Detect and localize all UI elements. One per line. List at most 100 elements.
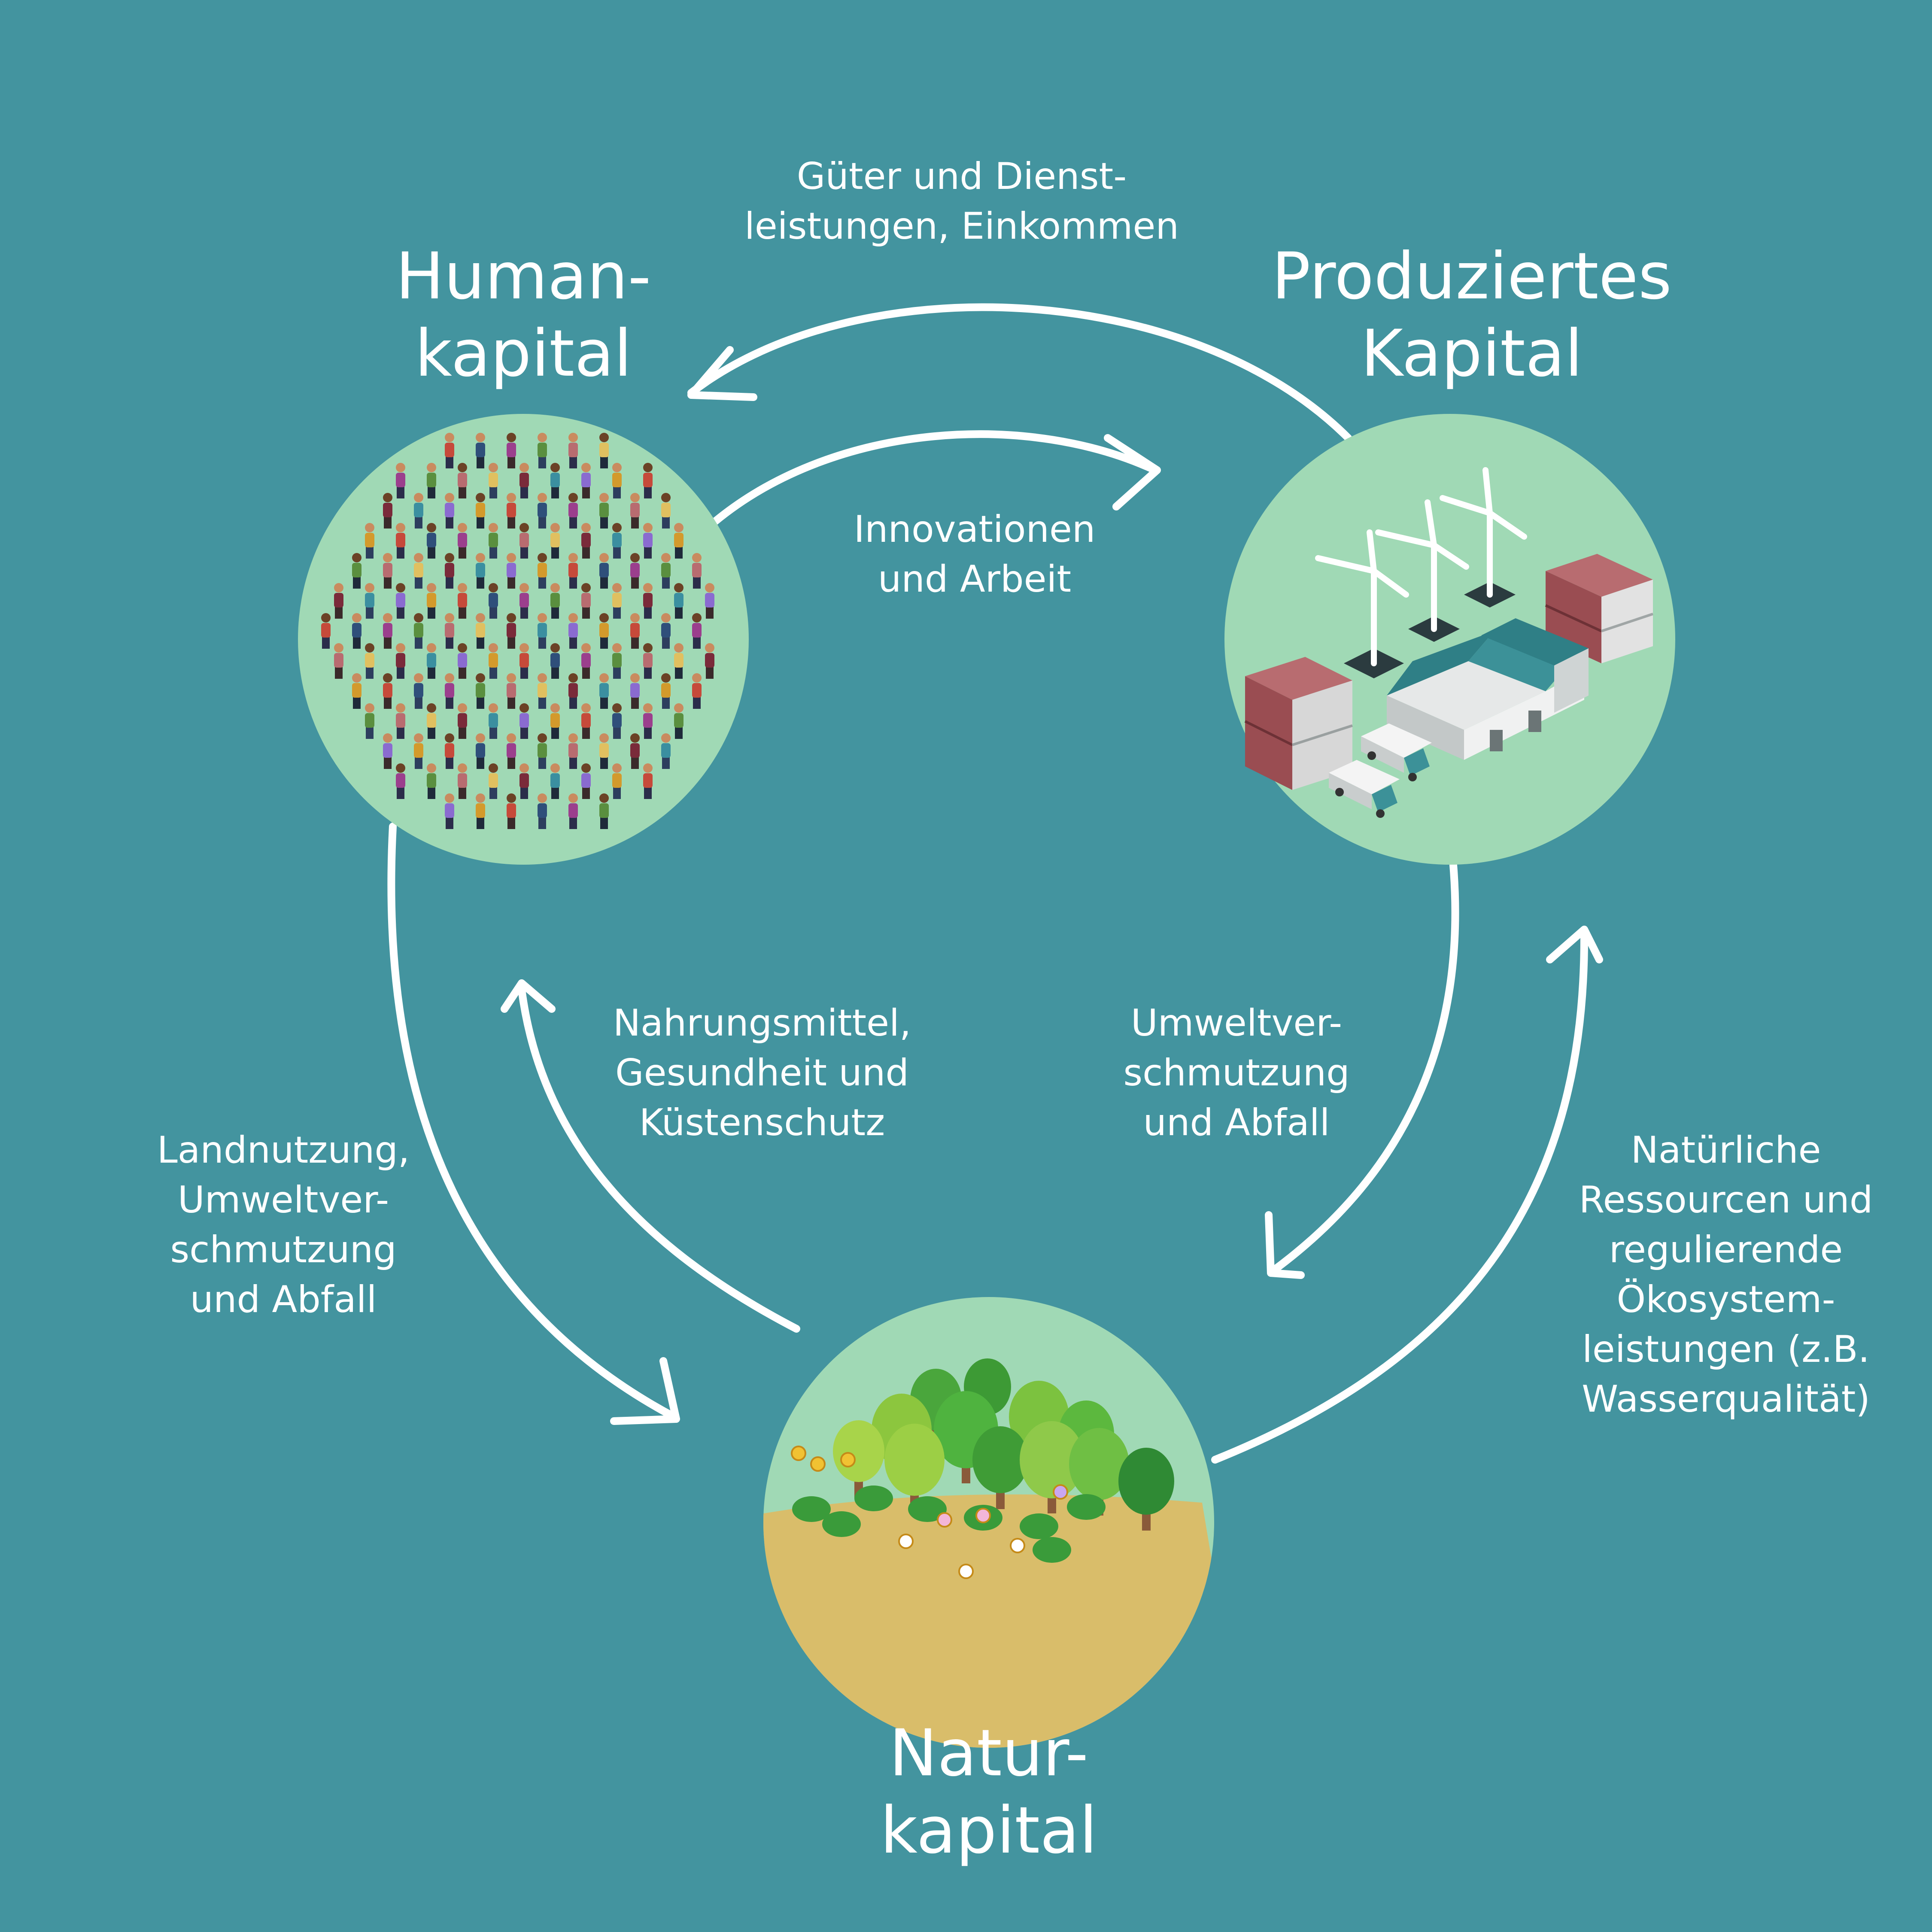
person-icon bbox=[630, 733, 640, 769]
flow-label-innovation: Innovationen bbox=[854, 508, 1096, 551]
flow-label-goods: leistungen, Einkommen bbox=[744, 205, 1179, 248]
flow-label-resources: Ressourcen und bbox=[1579, 1179, 1873, 1221]
flow-label-landuse: Landnutzung, bbox=[157, 1129, 410, 1172]
person-icon bbox=[599, 493, 609, 529]
person-icon bbox=[661, 733, 671, 769]
person-icon bbox=[705, 583, 714, 619]
person-icon bbox=[365, 643, 374, 679]
person-icon bbox=[599, 613, 609, 649]
person-icon bbox=[538, 613, 547, 649]
flow-label-pollution: schmutzung bbox=[1123, 1051, 1349, 1094]
flow-label-landuse: schmutzung bbox=[170, 1228, 396, 1271]
flower-icon bbox=[937, 1512, 952, 1528]
crowd-illustration bbox=[321, 433, 714, 829]
person-icon bbox=[599, 793, 609, 829]
person-icon bbox=[334, 583, 343, 619]
person-icon bbox=[599, 673, 609, 709]
person-icon bbox=[507, 733, 516, 769]
natural-capital-title: Natur- bbox=[889, 1716, 1088, 1791]
person-icon bbox=[365, 703, 374, 739]
person-icon bbox=[507, 793, 516, 829]
person-icon bbox=[396, 703, 405, 739]
person-icon bbox=[396, 523, 405, 559]
tree-icon bbox=[1118, 1448, 1174, 1531]
person-icon bbox=[550, 643, 560, 679]
tree-icon bbox=[972, 1426, 1028, 1509]
flower-icon bbox=[1053, 1484, 1068, 1500]
person-icon bbox=[519, 523, 529, 559]
person-icon bbox=[538, 433, 547, 468]
person-icon bbox=[643, 643, 653, 679]
natural-capital-node bbox=[763, 1297, 1214, 1748]
flow-label-goods: Güter und Dienst- bbox=[797, 155, 1127, 198]
person-icon bbox=[445, 493, 454, 529]
person-icon bbox=[674, 523, 683, 559]
person-icon bbox=[365, 583, 374, 619]
person-icon bbox=[674, 643, 683, 679]
person-icon bbox=[476, 733, 485, 769]
person-icon bbox=[705, 643, 714, 679]
person-icon bbox=[476, 553, 485, 589]
natural-capital-title: kapital bbox=[880, 1793, 1097, 1868]
person-icon bbox=[489, 463, 498, 498]
person-icon bbox=[396, 763, 405, 799]
person-icon bbox=[507, 553, 516, 589]
shipping-containers bbox=[1244, 657, 1353, 790]
person-icon bbox=[568, 433, 578, 468]
person-icon bbox=[643, 583, 653, 619]
person-icon bbox=[507, 673, 516, 709]
person-icon bbox=[599, 553, 609, 589]
flow-label-resources: regulierende bbox=[1609, 1228, 1843, 1271]
person-icon bbox=[427, 463, 436, 498]
human-capital-title: kapital bbox=[415, 316, 632, 391]
flow-label-resources: leistungen (z.B. bbox=[1582, 1328, 1870, 1371]
flow-label-landuse: und Abfall bbox=[190, 1278, 377, 1321]
produced-capital-node bbox=[1224, 414, 1675, 865]
person-icon bbox=[445, 553, 454, 589]
flow-label-pollution: und Abfall bbox=[1143, 1101, 1330, 1144]
flow-label-landuse: Umweltver- bbox=[178, 1179, 389, 1221]
person-icon bbox=[445, 793, 454, 829]
person-icon bbox=[396, 463, 405, 498]
person-icon bbox=[581, 763, 591, 799]
person-icon bbox=[476, 793, 485, 829]
person-icon bbox=[427, 763, 436, 799]
person-icon bbox=[630, 673, 640, 709]
person-icon bbox=[445, 613, 454, 649]
person-icon bbox=[321, 613, 331, 649]
wind-turbine-icon bbox=[1375, 499, 1469, 642]
person-icon bbox=[445, 733, 454, 769]
truck-icon bbox=[1361, 723, 1432, 781]
person-icon bbox=[519, 643, 529, 679]
person-icon bbox=[414, 613, 423, 649]
person-icon bbox=[692, 673, 702, 709]
person-icon bbox=[581, 583, 591, 619]
produced-capital-title: Kapital bbox=[1361, 316, 1583, 391]
person-icon bbox=[519, 463, 529, 498]
human-capital-node bbox=[298, 414, 749, 865]
person-icon bbox=[427, 643, 436, 679]
person-icon bbox=[599, 733, 609, 769]
person-icon bbox=[427, 703, 436, 739]
arrowhead-natural-to-human bbox=[501, 979, 556, 1013]
flow-label-innovation: und Arbeit bbox=[878, 558, 1071, 601]
flower-icon bbox=[791, 1446, 806, 1461]
person-icon bbox=[568, 553, 578, 589]
person-icon bbox=[538, 673, 547, 709]
soil-ground bbox=[763, 1494, 1214, 1748]
arrow-produced-to-human bbox=[687, 303, 1352, 442]
person-icon bbox=[519, 583, 529, 619]
flow-label-resources: Ökosystem- bbox=[1617, 1278, 1835, 1321]
person-icon bbox=[538, 493, 547, 529]
person-icon bbox=[365, 523, 374, 559]
person-icon bbox=[476, 433, 485, 468]
person-icon bbox=[396, 583, 405, 619]
person-icon bbox=[643, 763, 653, 799]
person-icon bbox=[334, 643, 343, 679]
flow-label-food: Nahrungsmittel, bbox=[613, 1002, 911, 1045]
wind-turbine-icon bbox=[1315, 529, 1409, 678]
person-icon bbox=[507, 613, 516, 649]
person-icon bbox=[383, 733, 392, 769]
produced-capital-title: Produziertes bbox=[1272, 239, 1672, 314]
